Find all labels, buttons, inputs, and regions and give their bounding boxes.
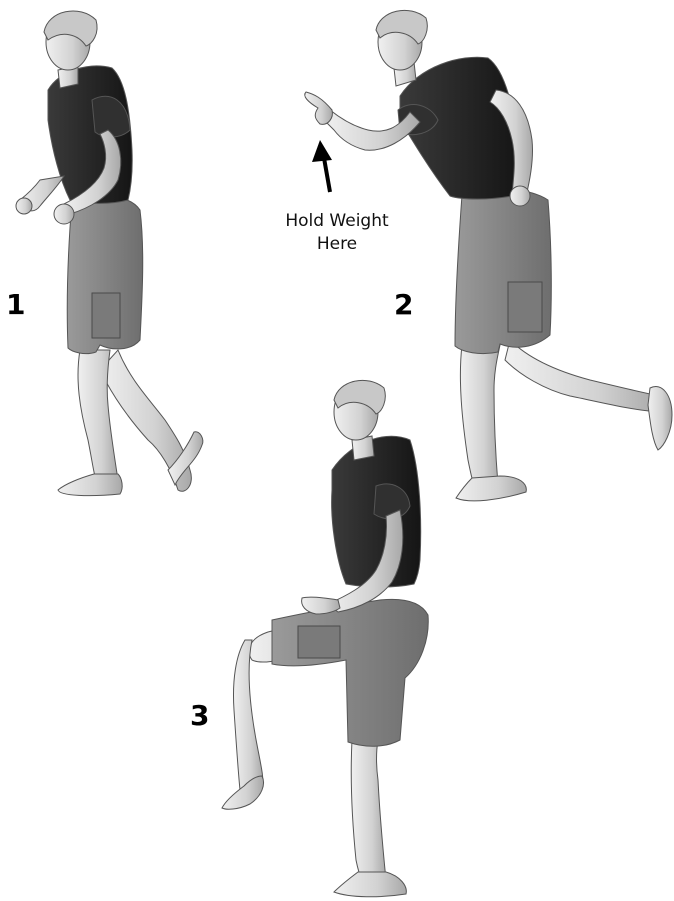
callout-line-2: Here — [262, 233, 412, 256]
arrow-up-icon — [312, 140, 332, 192]
figure-1-jogging — [16, 11, 203, 496]
step-number-1: 1 — [6, 291, 25, 319]
hold-weight-callout: Hold Weight Here — [262, 210, 412, 256]
step-number-3: 3 — [190, 702, 209, 730]
callout-line-1: Hold Weight — [262, 210, 412, 233]
figure-3-high-knee — [222, 380, 428, 896]
step-number-2: 2 — [394, 291, 413, 319]
